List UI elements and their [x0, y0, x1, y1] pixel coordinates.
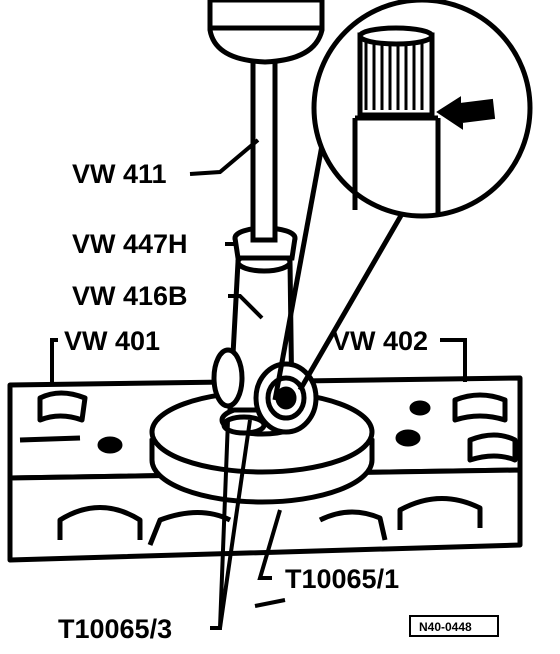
- reference-box: [409, 615, 499, 637]
- base-plate: [7, 375, 523, 563]
- label-t10065-3: T10065/3: [58, 614, 172, 644]
- label-t10065-1: T10065/1: [285, 564, 399, 594]
- arrow-icon: [436, 96, 496, 130]
- label-vw-402: VW 402: [332, 326, 428, 356]
- vw-411-press-rod: [207, 0, 325, 243]
- label-vw-447h: VW 447H: [72, 229, 188, 259]
- leader-lines: [50, 138, 467, 630]
- label-vw-411: VW 411: [72, 159, 167, 189]
- reference-number: N40-0448: [419, 620, 472, 634]
- label-vw-416b: VW 416B: [72, 281, 188, 311]
- label-vw-401: VW 401: [64, 326, 160, 356]
- detail-magnifier: [272, 0, 533, 401]
